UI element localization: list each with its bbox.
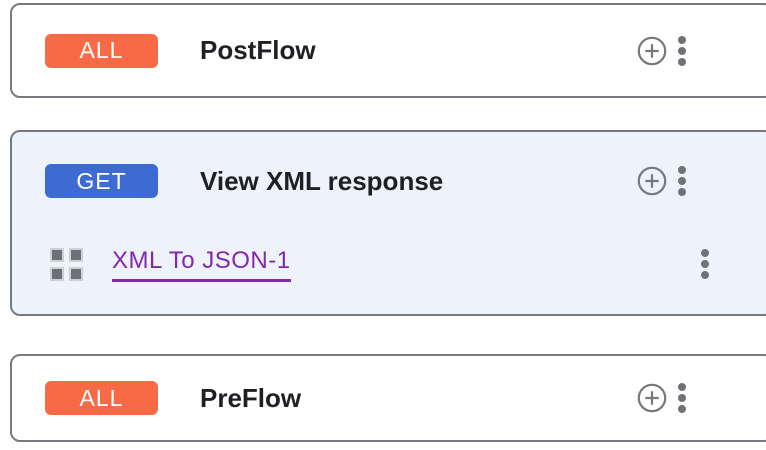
- more-vert-icon: [678, 380, 686, 416]
- more-options-button[interactable]: [667, 380, 697, 416]
- more-options-button[interactable]: [667, 33, 697, 69]
- row-actions: [637, 33, 697, 69]
- method-badge: GET: [45, 164, 158, 198]
- more-options-button[interactable]: [667, 163, 697, 199]
- row-actions: [637, 380, 697, 416]
- flow-title: View XML response: [200, 165, 444, 196]
- add-policy-step-button[interactable]: [637, 36, 667, 66]
- flow-card-view-xml-response[interactable]: GET View XML response XML To JSON-1: [10, 130, 766, 316]
- method-badge: ALL: [45, 381, 158, 415]
- more-vert-icon: [678, 33, 686, 69]
- flow-title: PreFlow: [200, 382, 302, 413]
- add-circle-icon: [637, 166, 667, 196]
- method-badge: ALL: [45, 33, 158, 68]
- flow-card-postflow[interactable]: ALL PostFlow: [10, 3, 766, 98]
- policy-step-row[interactable]: XML To JSON-1: [12, 230, 766, 298]
- row-actions: [637, 163, 697, 199]
- more-vert-icon: [678, 163, 686, 199]
- more-vert-icon: [701, 246, 709, 282]
- flow-title: PostFlow: [200, 35, 316, 65]
- policy-grid-icon: [50, 247, 83, 281]
- flow-header-row: ALL PreFlow: [12, 356, 766, 440]
- flow-header-row: GET View XML response: [12, 132, 766, 230]
- row-actions: [690, 246, 720, 282]
- flow-header-row: ALL PostFlow: [12, 5, 766, 96]
- add-policy-step-button[interactable]: [637, 383, 667, 413]
- add-circle-icon: [637, 383, 667, 413]
- add-circle-icon: [637, 36, 667, 65]
- policy-step-link[interactable]: XML To JSON-1: [112, 247, 291, 282]
- add-policy-step-button[interactable]: [637, 166, 667, 196]
- flow-card-preflow[interactable]: ALL PreFlow: [10, 354, 766, 442]
- more-options-button[interactable]: [690, 246, 720, 282]
